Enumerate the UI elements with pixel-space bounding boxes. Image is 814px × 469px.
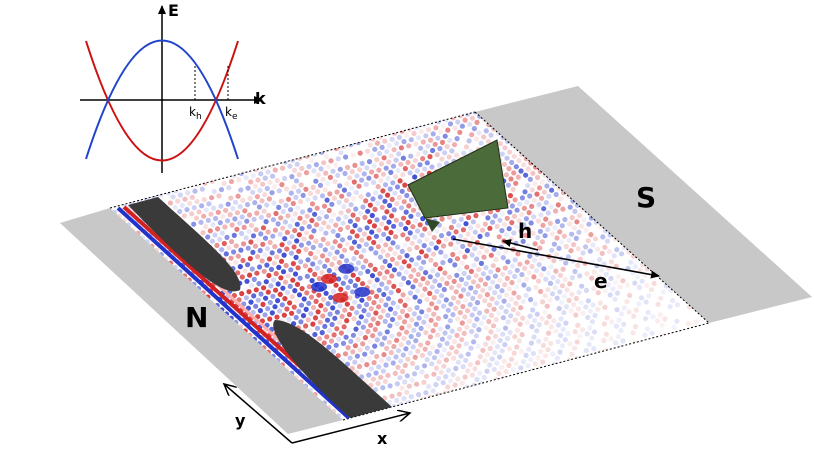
y-axis-label: y xyxy=(235,411,246,430)
hole-band-curve xyxy=(85,40,239,162)
sheet-bottom-edge xyxy=(342,322,710,421)
electron-trajectory xyxy=(452,238,660,279)
kh-label: kh xyxy=(189,105,202,122)
upper-gate xyxy=(128,197,241,292)
sheet-top-edge xyxy=(109,111,476,209)
hole-label: h xyxy=(518,219,532,243)
superconductor-label: S xyxy=(636,181,656,214)
x-axis-arrow xyxy=(291,413,410,444)
dispersion-inset: E k kh ke xyxy=(80,1,266,173)
hole-trajectory xyxy=(502,239,539,251)
electron-label: e xyxy=(594,269,608,293)
inset-momentum-label: k xyxy=(255,89,266,108)
electron-band-curve xyxy=(85,39,239,160)
superconductor-lead xyxy=(475,86,812,323)
ke-label: ke xyxy=(225,105,238,122)
obstacle xyxy=(407,139,509,232)
normal-lead-label: N xyxy=(185,301,208,334)
y-axis-arrow xyxy=(224,384,293,444)
coordinate-axes: y x xyxy=(224,384,410,448)
ns-interface xyxy=(474,111,710,324)
inset-energy-label: E xyxy=(168,1,179,20)
lower-gate xyxy=(273,320,392,418)
x-axis-label: x xyxy=(377,429,388,448)
normal-lead xyxy=(60,208,343,434)
